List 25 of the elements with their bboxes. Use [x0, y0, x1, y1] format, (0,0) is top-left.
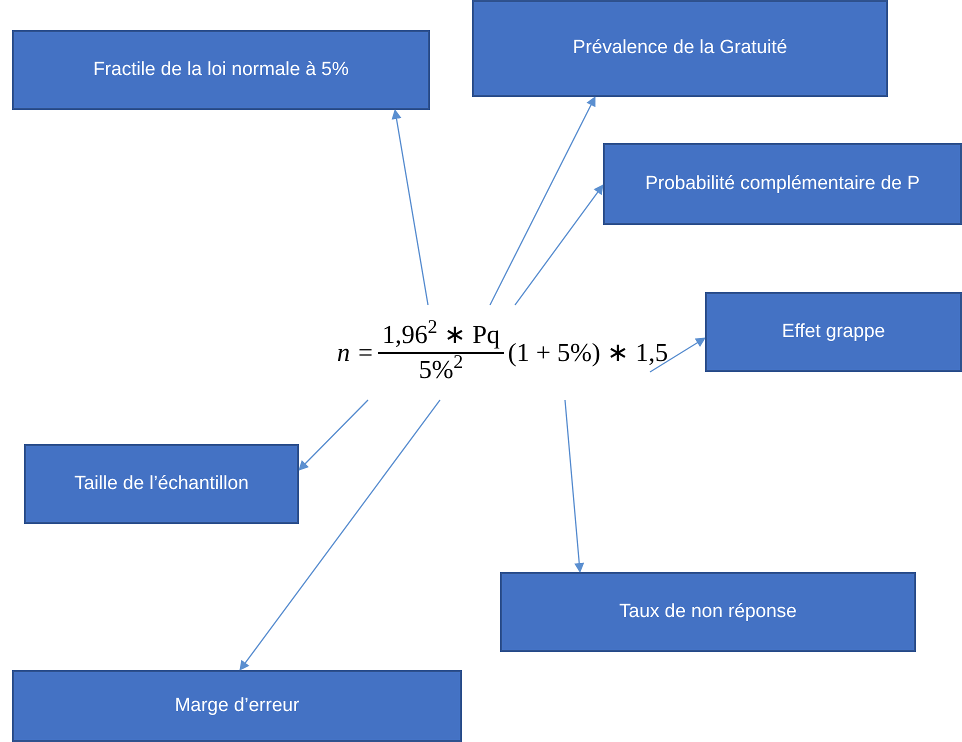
arrow: [514, 184, 604, 306]
box-label: Effet grappe: [782, 320, 886, 344]
formula-numerator: 1,96$^{2}$ ∗ Pq: [378, 319, 504, 354]
label-box: [603, 143, 962, 225]
box-label: Marge d’erreur: [174, 694, 300, 718]
arrow: [239, 400, 441, 671]
formula-text: (1 + 5%) ∗ 1,5: [508, 337, 668, 369]
box-label: Fractile de la loi normale à 5%: [93, 58, 349, 82]
arrow: [392, 109, 429, 306]
formula-text: n =: [337, 337, 374, 369]
box-label: Taux de non réponse: [619, 600, 797, 624]
label-box: [12, 30, 430, 110]
formula-denominator: 5%$^{2}$: [418, 354, 464, 386]
arrow: [564, 400, 584, 573]
box-label: Prévalence de la Gratuité: [572, 36, 788, 60]
label-box: [705, 292, 962, 372]
label-box: [472, 0, 888, 97]
box-label: Probabilité complémentaire de P: [645, 172, 920, 196]
arrow: [298, 400, 368, 471]
box-label: Taille de l’échantillon: [74, 472, 249, 496]
arrow: [489, 96, 596, 306]
label-box: [24, 444, 299, 524]
label-box: [500, 572, 916, 652]
label-box: [12, 670, 462, 742]
arrow: [650, 337, 706, 373]
